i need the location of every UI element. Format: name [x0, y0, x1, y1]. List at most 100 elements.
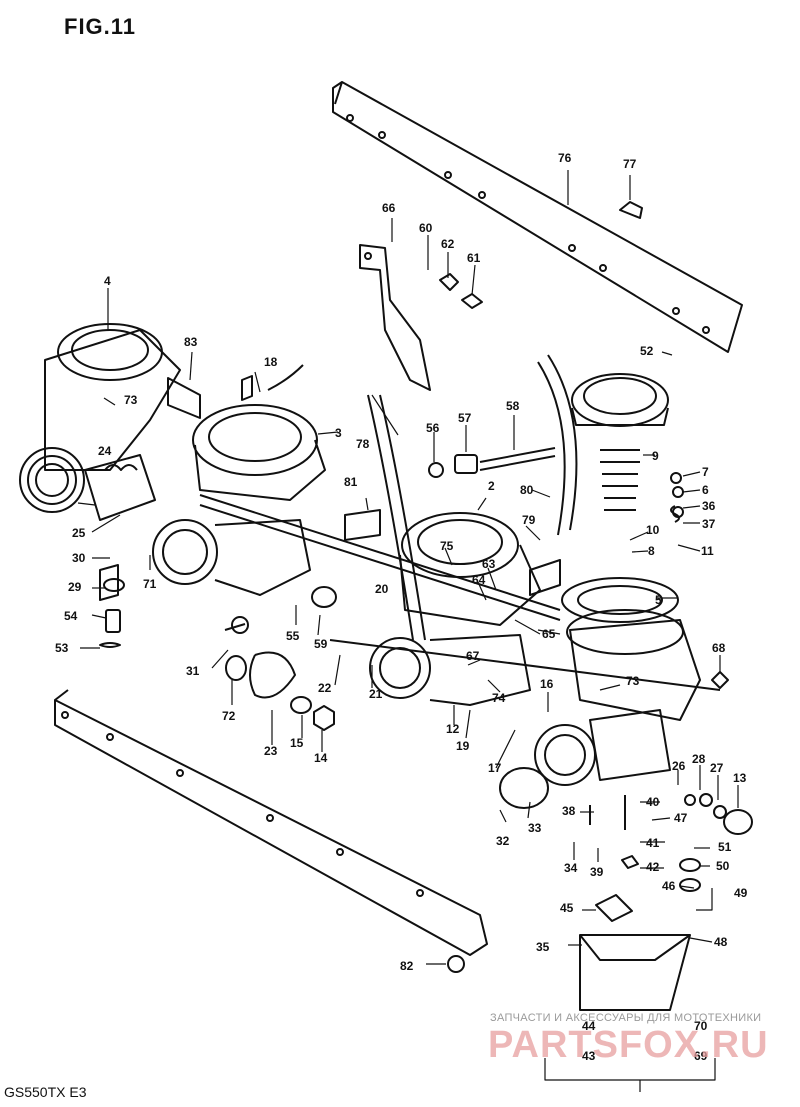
part-number-label: 48	[714, 935, 728, 949]
part-number-label: 35	[536, 940, 550, 954]
part-number-label: 80	[520, 483, 534, 497]
part-number-label: 29	[68, 580, 82, 594]
part-number-label: 19	[456, 739, 470, 753]
throttle-bracket-66	[359, 244, 431, 391]
watermark-brand: PARTSFOX.RU	[488, 1024, 769, 1066]
part-number-label: 58	[506, 399, 520, 413]
part-number-label: 61	[467, 251, 481, 265]
part-number-label: 50	[716, 859, 730, 873]
part-number-label: 52	[640, 344, 654, 358]
part-number-label: 64	[472, 573, 486, 587]
part-number-label: 49	[734, 886, 748, 900]
carburetor-body-4	[534, 609, 701, 786]
part-number-label: 75	[440, 539, 454, 553]
part-number-label: 37	[702, 517, 716, 531]
watermark-caption: ЗАПЧАСТИ И АКСЕССУАРЫ ДЛЯ МОТОТЕХНИКИ	[490, 1012, 762, 1024]
part-number-label: 12	[446, 722, 460, 736]
part-number-label: 60	[419, 221, 433, 235]
part-number-label: 40	[646, 795, 660, 809]
part-number-label: 16	[540, 677, 554, 691]
part-number-label: 67	[466, 649, 480, 663]
part-number-label: 33	[528, 821, 542, 835]
part-number-label: 26	[672, 759, 686, 773]
fuel-hose-78	[367, 394, 426, 641]
part-number-label: 74	[492, 691, 506, 705]
part-number-label: 63	[482, 557, 496, 571]
part-number-label: 46	[662, 879, 676, 893]
part-number-label: 14	[314, 751, 328, 765]
part-number-label: 83	[184, 335, 198, 349]
part-number-label: 82	[400, 959, 414, 973]
part-number-label: 24	[98, 444, 112, 458]
part-number-label: 11	[701, 544, 714, 558]
leader-lines	[77, 170, 739, 1092]
part-number-label: 38	[562, 804, 576, 818]
part-number-label: 34	[564, 861, 578, 875]
part-number-label: 21	[369, 687, 383, 701]
part-number-label: 6	[702, 483, 709, 497]
figure-title: FIG.11	[64, 14, 137, 39]
float-chamber-top-4	[561, 373, 679, 623]
part-number-label: 39	[590, 865, 604, 879]
small-hardware	[99, 201, 753, 1011]
part-number-label: 72	[222, 709, 236, 723]
part-number-label: 57	[458, 411, 472, 425]
part-number-label: 3	[335, 426, 342, 440]
model-label: GS550TX E3	[4, 1084, 87, 1100]
part-number-label: 59	[314, 637, 328, 651]
part-number-label: 2	[488, 479, 495, 493]
part-number-label: 76	[558, 151, 572, 165]
part-number-label: 54	[64, 609, 78, 623]
part-number-label: 32	[496, 834, 510, 848]
throttle-shaft	[199, 494, 721, 691]
part-number-label: 4	[104, 274, 111, 288]
part-number-label: 77	[623, 157, 637, 171]
carburetor-body-3	[369, 512, 541, 706]
part-number-label: 78	[356, 437, 370, 451]
rail-bar-82	[54, 689, 488, 956]
fuel-hose-80	[537, 354, 578, 536]
part-number-label: 44	[582, 1019, 596, 1033]
part-number-label: 65	[542, 627, 556, 641]
carburetor-body-1	[19, 323, 181, 521]
part-number-label: 53	[55, 641, 69, 655]
part-number-label: 51	[718, 840, 732, 854]
part-number-label: 68	[712, 641, 726, 655]
part-number-label: 47	[674, 811, 688, 825]
part-number-label: 31	[186, 664, 200, 678]
part-number-label: 17	[488, 761, 502, 775]
part-number-label: 22	[318, 681, 332, 695]
part-number-label: 7	[702, 465, 709, 479]
rail-bar-76	[332, 81, 743, 353]
part-number-label: 79	[522, 513, 536, 527]
part-number-label: 20	[375, 582, 389, 596]
part-number-label: 15	[290, 736, 304, 750]
part-number-label: 23	[264, 744, 278, 758]
part-number-label: 66	[382, 201, 396, 215]
part-number-label: 73	[124, 393, 138, 407]
part-number-label: 13	[733, 771, 747, 785]
part-number-label: 8	[648, 544, 655, 558]
part-number-label: 18	[264, 355, 278, 369]
part-number-label: 73	[626, 674, 640, 688]
carburetor-body-2	[152, 404, 326, 596]
part-number-label: 5	[655, 593, 662, 607]
part-number-label: 27	[710, 761, 724, 775]
part-number-label: 71	[143, 577, 157, 591]
part-number-label: 9	[652, 449, 659, 463]
part-number-label: 62	[441, 237, 455, 251]
part-number-label: 25	[72, 526, 86, 540]
part-number-label: 45	[560, 901, 574, 915]
part-number-label: 28	[692, 752, 706, 766]
part-number-label: 56	[426, 421, 440, 435]
part-number-label: 43	[582, 1049, 596, 1063]
part-number-label: 36	[702, 499, 716, 513]
part-number-label: 81	[344, 475, 358, 489]
vent-tube-83	[167, 377, 201, 419]
part-number-label: 70	[694, 1019, 708, 1033]
part-number-label: 10	[646, 523, 660, 537]
part-number-label: 55	[286, 629, 300, 643]
part-number-label: 42	[646, 860, 660, 874]
